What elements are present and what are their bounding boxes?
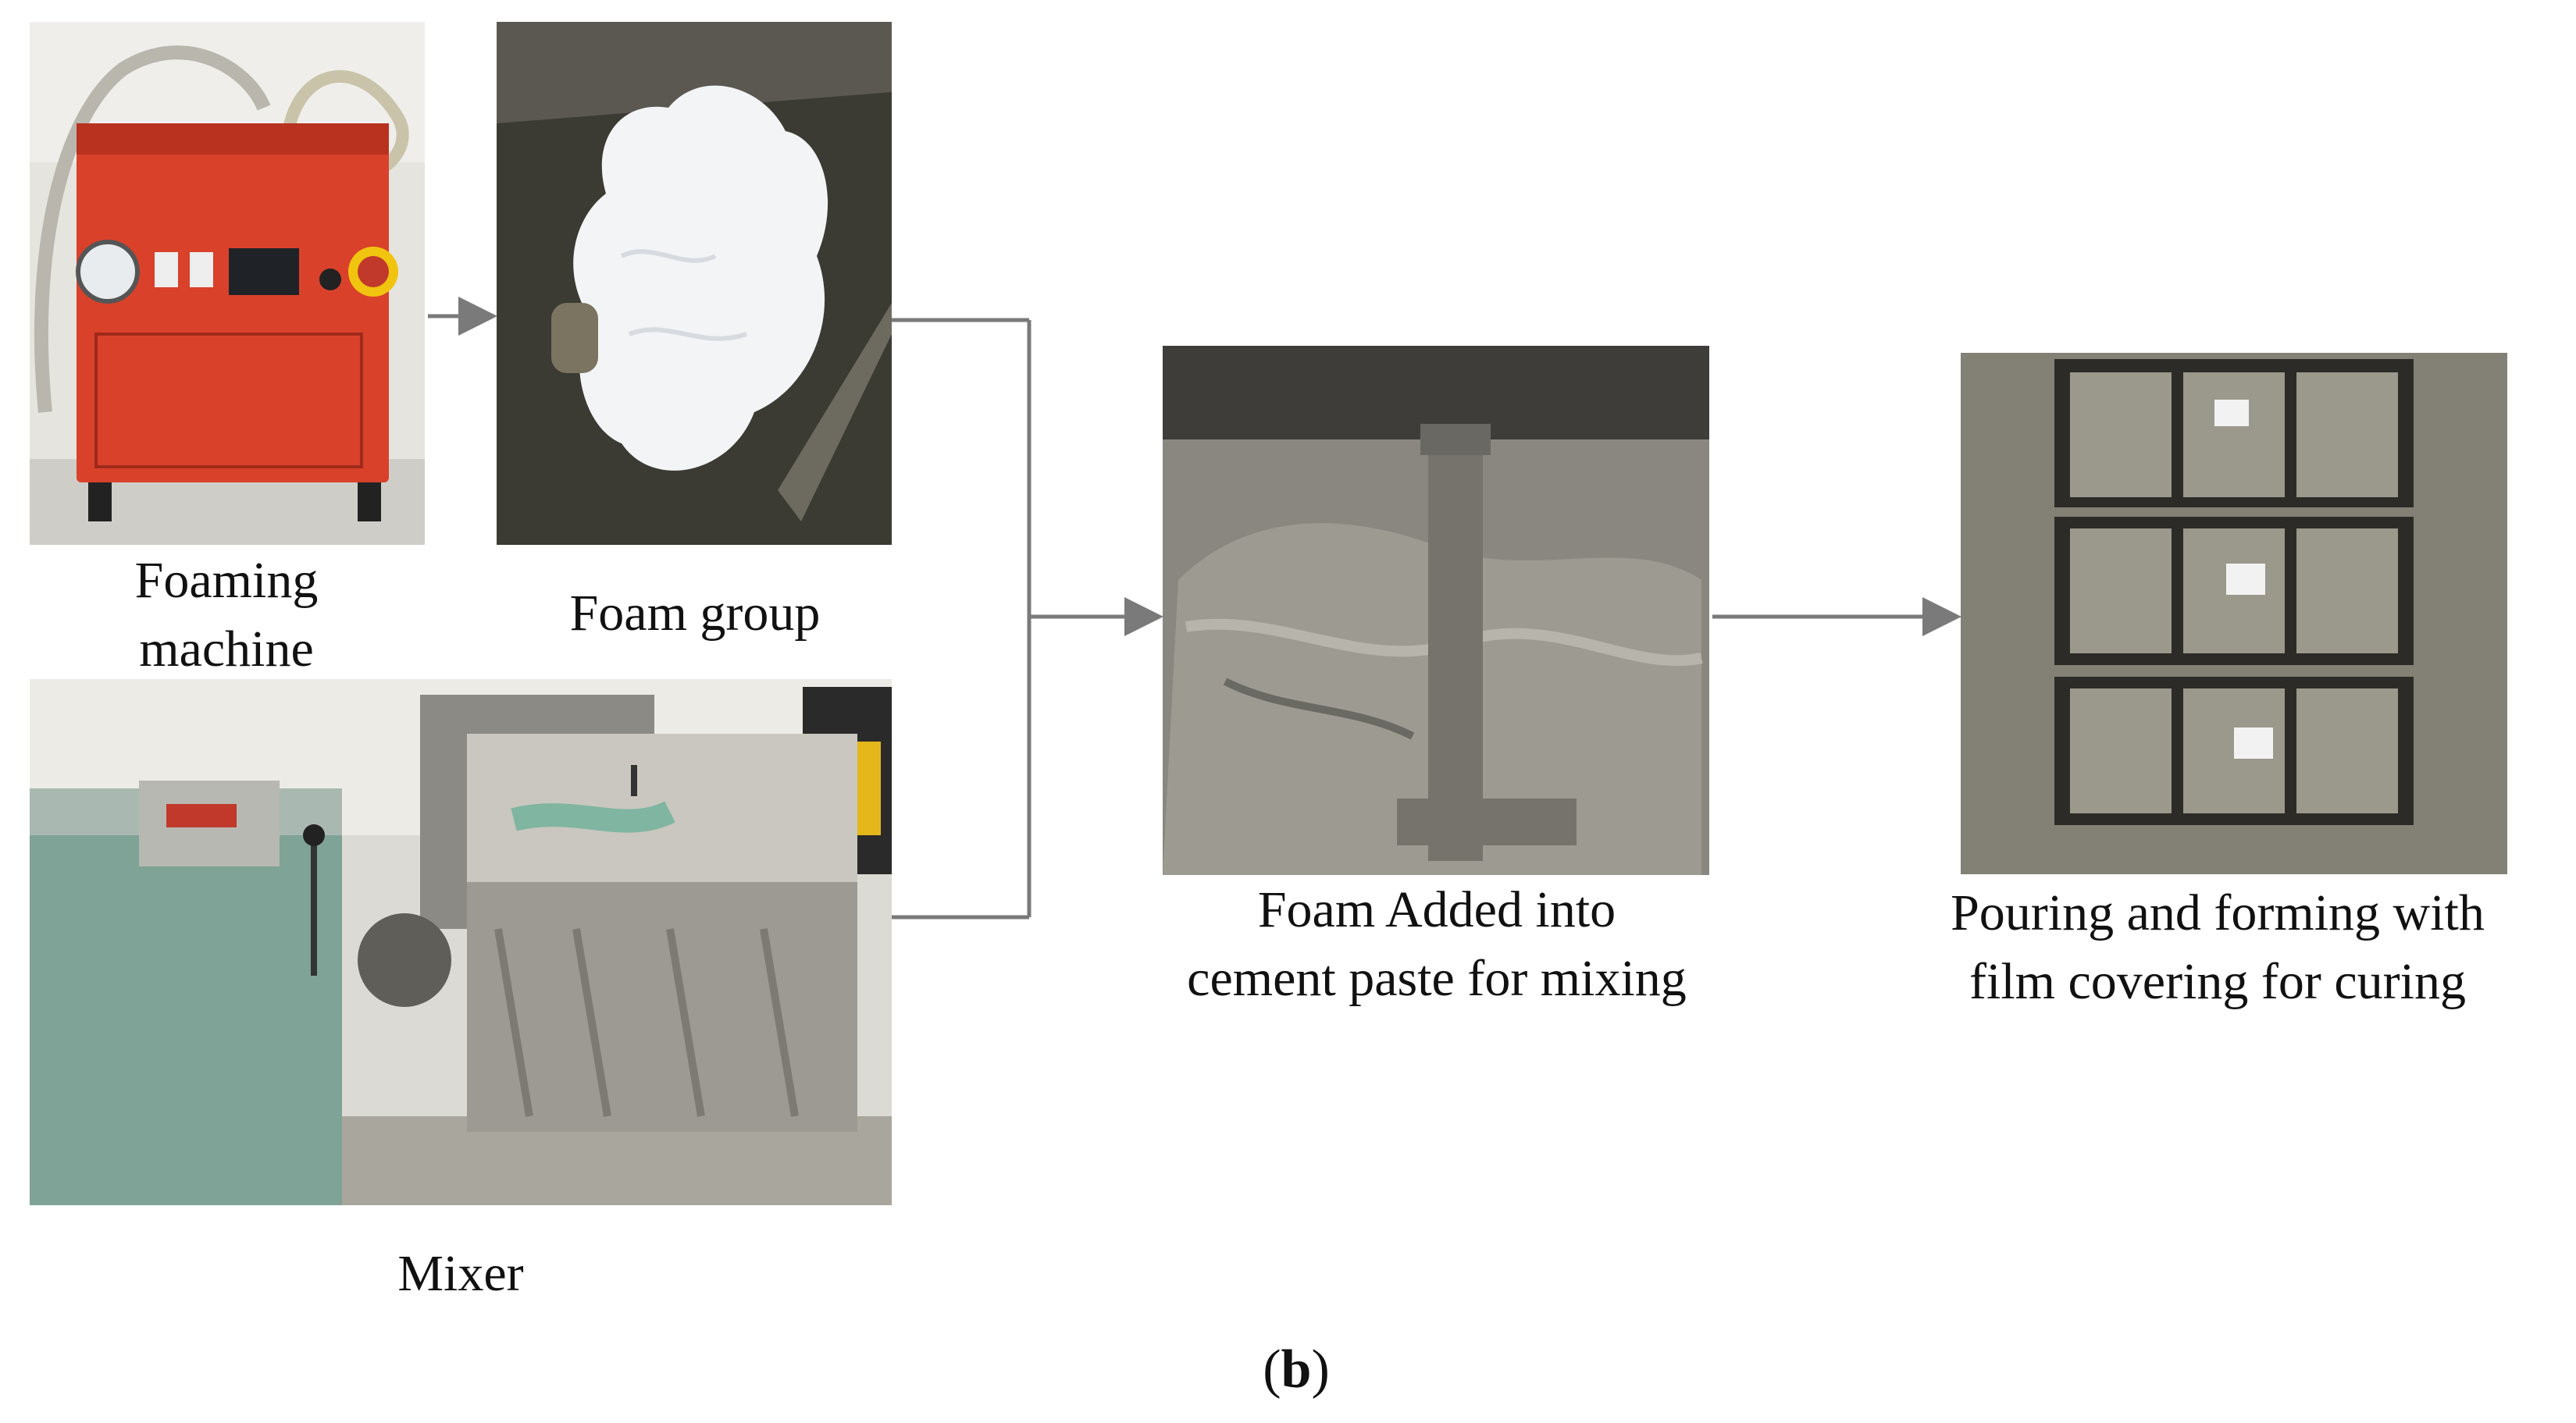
caption-pouring-line1: Pouring and forming with <box>1951 884 2485 941</box>
caption-foam-added: Foam Added into cement paste for mixing <box>1093 876 1780 1013</box>
panel-label: (b) <box>1249 1339 1343 1401</box>
panel-label-letter: b <box>1281 1339 1312 1400</box>
caption-foaming-machine-line2: machine <box>139 621 314 678</box>
caption-foam-group-text: Foam group <box>569 585 821 642</box>
caption-foaming-machine-line1: Foaming <box>134 552 319 609</box>
caption-foam-group: Foam group <box>500 579 890 648</box>
mixer-photo <box>30 679 892 1205</box>
cement-mixing-photo <box>1163 346 1709 875</box>
poured-specimens-photo <box>1961 353 2507 874</box>
caption-foam-added-line1: Foam Added into <box>1257 881 1616 938</box>
foam-group-photo <box>497 22 892 545</box>
foaming-machine-photo <box>30 22 425 545</box>
panel-label-close: ) <box>1311 1339 1330 1400</box>
caption-foam-added-line2: cement paste for mixing <box>1187 950 1687 1007</box>
caption-mixer: Mixer <box>305 1240 617 1308</box>
caption-foaming-machine: Foaming machine <box>70 546 383 684</box>
caption-pouring: Pouring and forming with film covering f… <box>1866 879 2569 1016</box>
panel-label-open: ( <box>1263 1339 1281 1400</box>
caption-mixer-text: Mixer <box>397 1245 524 1302</box>
caption-pouring-line2: film covering for curing <box>1969 953 2466 1010</box>
